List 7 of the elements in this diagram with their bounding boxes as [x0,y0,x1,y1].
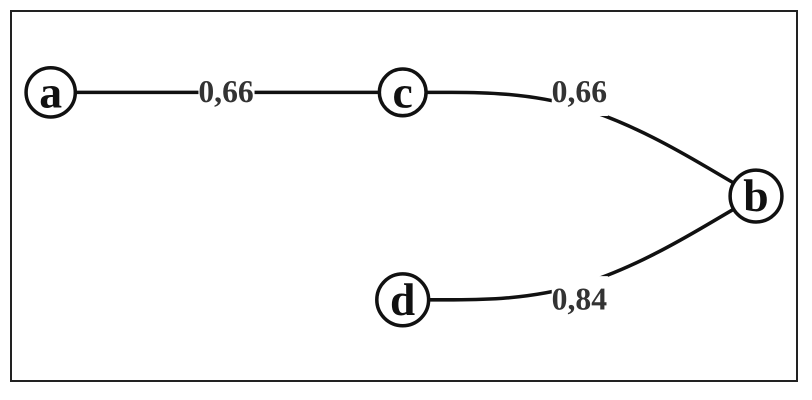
node-circle: d [375,272,430,328]
edge-label: 0,66 [198,74,254,109]
node-circle: a [24,66,78,119]
edge-label: 0,66 [552,74,608,109]
node-circle: b [728,168,784,224]
node-circle: c [378,67,428,118]
edge-label: 0,84 [552,281,608,316]
